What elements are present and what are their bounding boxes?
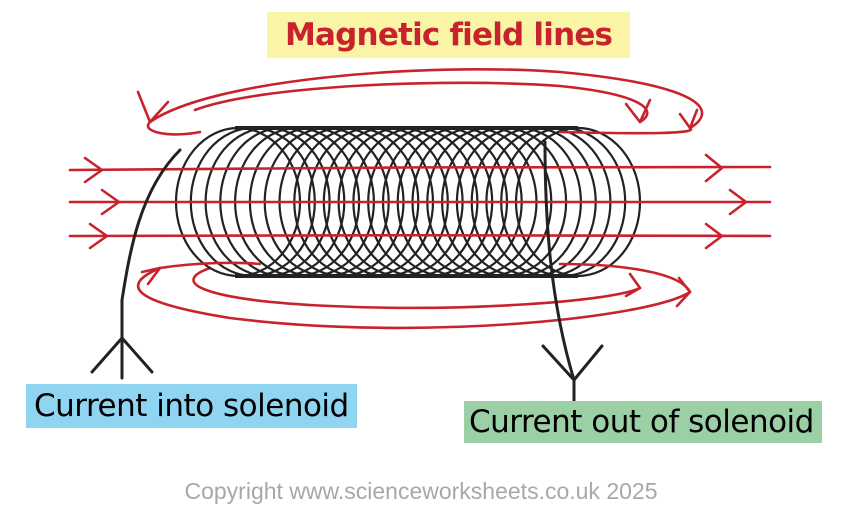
- field-loops-front: [146, 120, 693, 294]
- upper-loop-front-right: [558, 126, 693, 135]
- loop-arrow-lower-inner: [624, 272, 642, 298]
- field-arrow-right-middle: [728, 188, 748, 216]
- outer-field-loops-back: [137, 68, 704, 330]
- field-arrow-right-bottom: [704, 222, 724, 250]
- copyright-notice: Copyright www.scienceworksheets.co.uk 20…: [184, 478, 658, 504]
- lower-loop-front-right: [558, 262, 692, 294]
- current-in-label: Current into solenoid: [26, 384, 357, 428]
- current-out-label: Current out of solenoid: [464, 401, 822, 443]
- wire-current-out: [543, 140, 576, 404]
- upper-loop-front-left: [146, 120, 202, 136]
- current-wires: [90, 140, 604, 404]
- field-arrow-left-bottom: [88, 222, 109, 250]
- wire-out-fork: [541, 344, 604, 382]
- field-arrow-left-top: [83, 156, 104, 184]
- wire-in-fork: [90, 336, 154, 374]
- loop-arrow-upper-left: [136, 90, 170, 124]
- field-arrow-left-middle: [100, 188, 121, 216]
- upper-field-loop-inner: [193, 81, 649, 124]
- field-line-bottom: [68, 233, 772, 238]
- field-line-top: [68, 165, 772, 172]
- coil-edges: [235, 126, 578, 278]
- field-arrow-right-top: [704, 153, 724, 183]
- upper-field-loop-outer: [148, 68, 704, 130]
- wire-current-in: [120, 148, 182, 380]
- diagram-title: Magnetic field lines: [267, 12, 631, 58]
- lower-field-loop-inner: [192, 266, 642, 310]
- lower-loop-front-left: [158, 261, 262, 270]
- loop-arrow-upper-inner: [624, 98, 652, 124]
- lower-field-loop-outer: [137, 266, 692, 330]
